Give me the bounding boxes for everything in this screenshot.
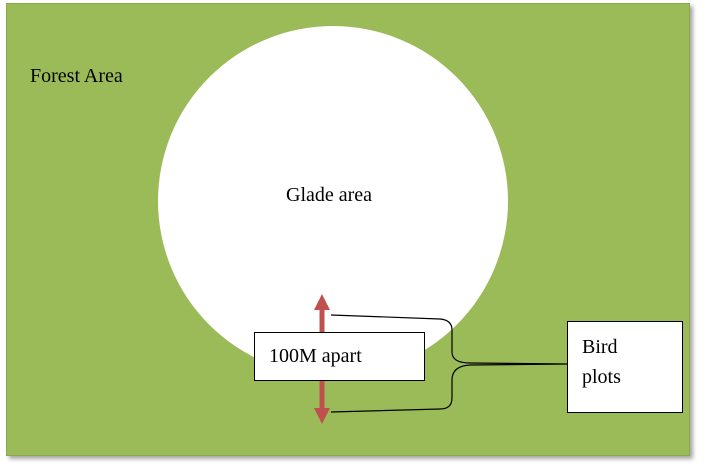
distance-label: 100M apart — [269, 345, 362, 367]
forest-area-label: Forest Area — [30, 65, 123, 87]
bird-plots-connector — [330, 314, 568, 413]
bird-plots-box: Bird plots — [567, 321, 683, 413]
bird-plots-label-line1: Bird — [582, 336, 618, 358]
bird-plots-label-line2: plots — [582, 366, 621, 388]
glade-area-label: Glade area — [286, 184, 373, 206]
distance-label-box: 100M apart — [254, 332, 425, 381]
glade-area-circle — [158, 26, 508, 376]
